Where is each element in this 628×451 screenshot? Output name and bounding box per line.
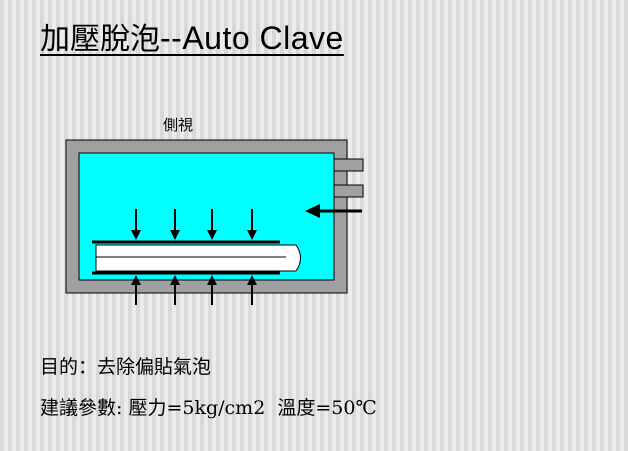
panel-body — [95, 244, 301, 272]
slide-title: 加壓脫泡--Auto Clave — [40, 18, 344, 60]
down-arrow — [247, 209, 257, 240]
up-arrow — [207, 275, 217, 305]
inlet-arrow-head — [305, 204, 320, 218]
params-label: 建議參數: — [40, 397, 123, 419]
down-arrow — [170, 209, 180, 240]
up-arrow — [131, 275, 141, 305]
inlet-pipe-top — [333, 158, 364, 172]
title-chinese: 加壓脫泡 — [40, 22, 160, 57]
temperature-param: 溫度=50℃ — [277, 397, 377, 419]
down-arrow — [207, 209, 217, 240]
title-english: --Auto Clave — [160, 20, 344, 56]
purpose-text: 目的：去除偏貼氣泡 — [40, 356, 212, 378]
inlet-pipe-bottom — [333, 184, 364, 198]
down-arrow — [131, 209, 141, 240]
pressure-param: 壓力=5kg/cm2 — [128, 397, 266, 419]
up-arrow — [170, 275, 180, 305]
recommended-params: 建議參數: 壓力=5kg/cm2 溫度=50℃ — [40, 396, 377, 420]
up-arrow — [247, 275, 257, 305]
side-view-label: 側視 — [163, 116, 194, 134]
